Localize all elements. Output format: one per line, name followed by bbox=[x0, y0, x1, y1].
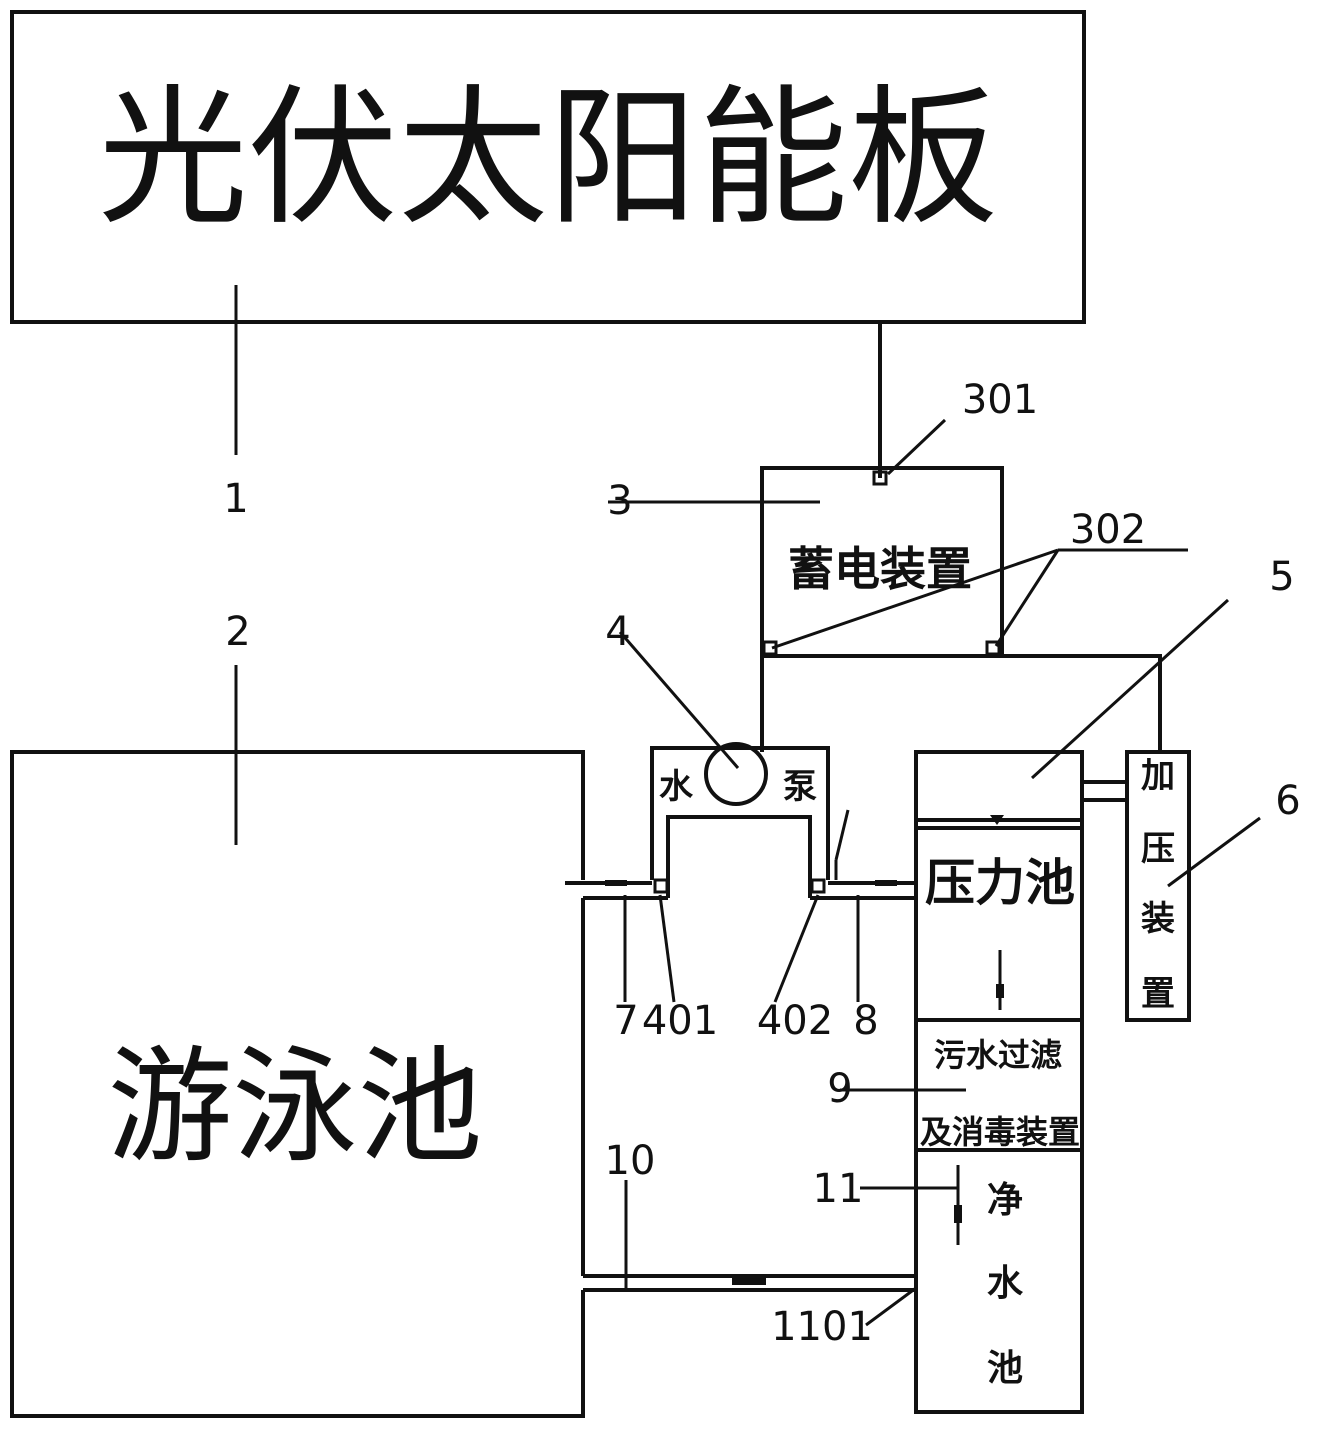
battery-label: 蓄电装置 bbox=[788, 542, 972, 596]
terminal-301 bbox=[872, 470, 888, 486]
pressurizer-char-3: 装 bbox=[1141, 899, 1175, 939]
valve-pressure-outlet-icon bbox=[996, 984, 1004, 998]
label-10: 10 bbox=[605, 1138, 656, 1184]
wire-battery-to-pressurizer bbox=[762, 654, 1162, 752]
label-7: 7 bbox=[613, 998, 638, 1044]
label-9: 9 bbox=[827, 1066, 852, 1112]
leader-line-302b bbox=[994, 549, 1060, 647]
leader-line-6 bbox=[1167, 816, 1261, 888]
clean-pool-char-1: 净 bbox=[987, 1180, 1023, 1221]
pressurizer-char-4: 置 bbox=[1141, 974, 1175, 1014]
label-401: 401 bbox=[642, 998, 718, 1044]
label-4: 4 bbox=[605, 609, 630, 655]
port-402 bbox=[810, 878, 826, 894]
label-402: 402 bbox=[757, 998, 833, 1044]
label-6: 6 bbox=[1275, 778, 1300, 824]
filter-label-line1: 污水过滤 bbox=[934, 1036, 1062, 1074]
pipe-pressurizer-upper bbox=[1080, 760, 1127, 784]
swimming-pool: 游泳池 bbox=[10, 750, 585, 1418]
leader-line-4 bbox=[618, 631, 740, 769]
port-401 bbox=[653, 878, 669, 894]
pump-housing bbox=[650, 746, 830, 880]
valve-7-icon bbox=[605, 880, 627, 886]
label-1101: 1101 bbox=[771, 1304, 873, 1350]
marker-7-diag bbox=[834, 809, 850, 861]
pump-label-left: 水 bbox=[659, 767, 694, 807]
treatment-column bbox=[914, 750, 1084, 1414]
leader-line-1101 bbox=[865, 1286, 917, 1327]
pump-inner-channel bbox=[666, 815, 812, 898]
pressurizer-char-1: 加 bbox=[1141, 756, 1175, 796]
water-pump: 水 泵 bbox=[650, 742, 830, 898]
valve-8-icon bbox=[875, 880, 897, 886]
clean-pool-char-3: 池 bbox=[987, 1348, 1023, 1389]
valve-1101-icon bbox=[732, 1278, 766, 1285]
leader-line-401 bbox=[658, 894, 676, 1003]
battery-device: 蓄电装置 bbox=[760, 466, 1004, 658]
valve-11-icon bbox=[954, 1205, 962, 1223]
leader-line-5 bbox=[1030, 598, 1230, 780]
solar-panel-label: 光伏太阳能板 bbox=[98, 72, 998, 246]
pressurizer-device: 加 压 装 置 bbox=[1125, 750, 1191, 1022]
leader-line-302a bbox=[771, 548, 1059, 650]
solar-panel: 光伏太阳能板 bbox=[10, 10, 1086, 324]
filter-label-line2: 及消毒装置 bbox=[920, 1113, 1080, 1151]
label-1: 1 bbox=[223, 476, 248, 522]
pump-label-right: 泵 bbox=[783, 767, 817, 807]
pump-rotor-icon bbox=[704, 742, 768, 806]
pool-wall bbox=[10, 750, 585, 1418]
leader-line-301 bbox=[886, 418, 947, 476]
label-5: 5 bbox=[1269, 554, 1294, 600]
swimming-pool-label: 游泳池 bbox=[108, 1035, 483, 1180]
label-301: 301 bbox=[962, 377, 1038, 423]
clean-pool-char-2: 水 bbox=[987, 1263, 1024, 1304]
label-2: 2 bbox=[225, 609, 250, 655]
label-8: 8 bbox=[853, 998, 878, 1044]
pressure-pool-label: 压力池 bbox=[925, 854, 1075, 912]
label-11: 11 bbox=[813, 1166, 864, 1212]
pressurizer-char-2: 压 bbox=[1141, 829, 1175, 869]
leader-line-402 bbox=[773, 894, 820, 1003]
pipe-pressurizer-lower bbox=[1080, 798, 1127, 820]
label-3: 3 bbox=[607, 478, 632, 524]
label-302: 302 bbox=[1070, 507, 1146, 553]
